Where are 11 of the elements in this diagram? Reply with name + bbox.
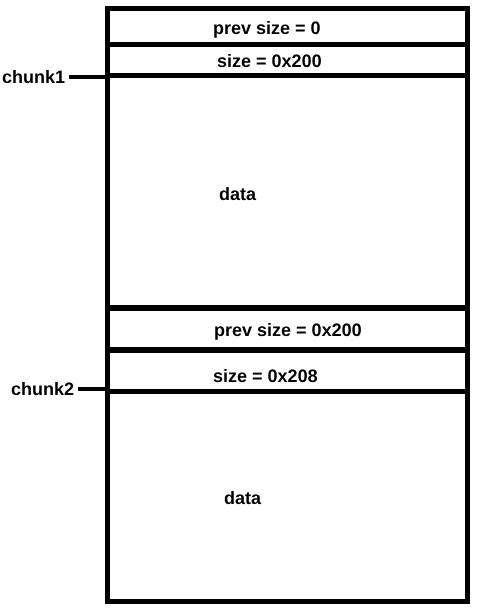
chunk-label: chunk2 [11,379,74,399]
data-label: data [224,488,262,508]
field-label: prev size = 0 [213,18,321,38]
field-label: prev size = 0x200 [214,320,362,340]
field-label: size = 0x208 [213,366,318,386]
data-label: data [219,184,256,204]
leader-line [69,75,105,79]
field-label: size = 0x200 [217,51,322,71]
chunk-label: chunk1 [2,67,66,87]
prev-size-field [105,305,470,353]
leader-line [78,387,105,391]
